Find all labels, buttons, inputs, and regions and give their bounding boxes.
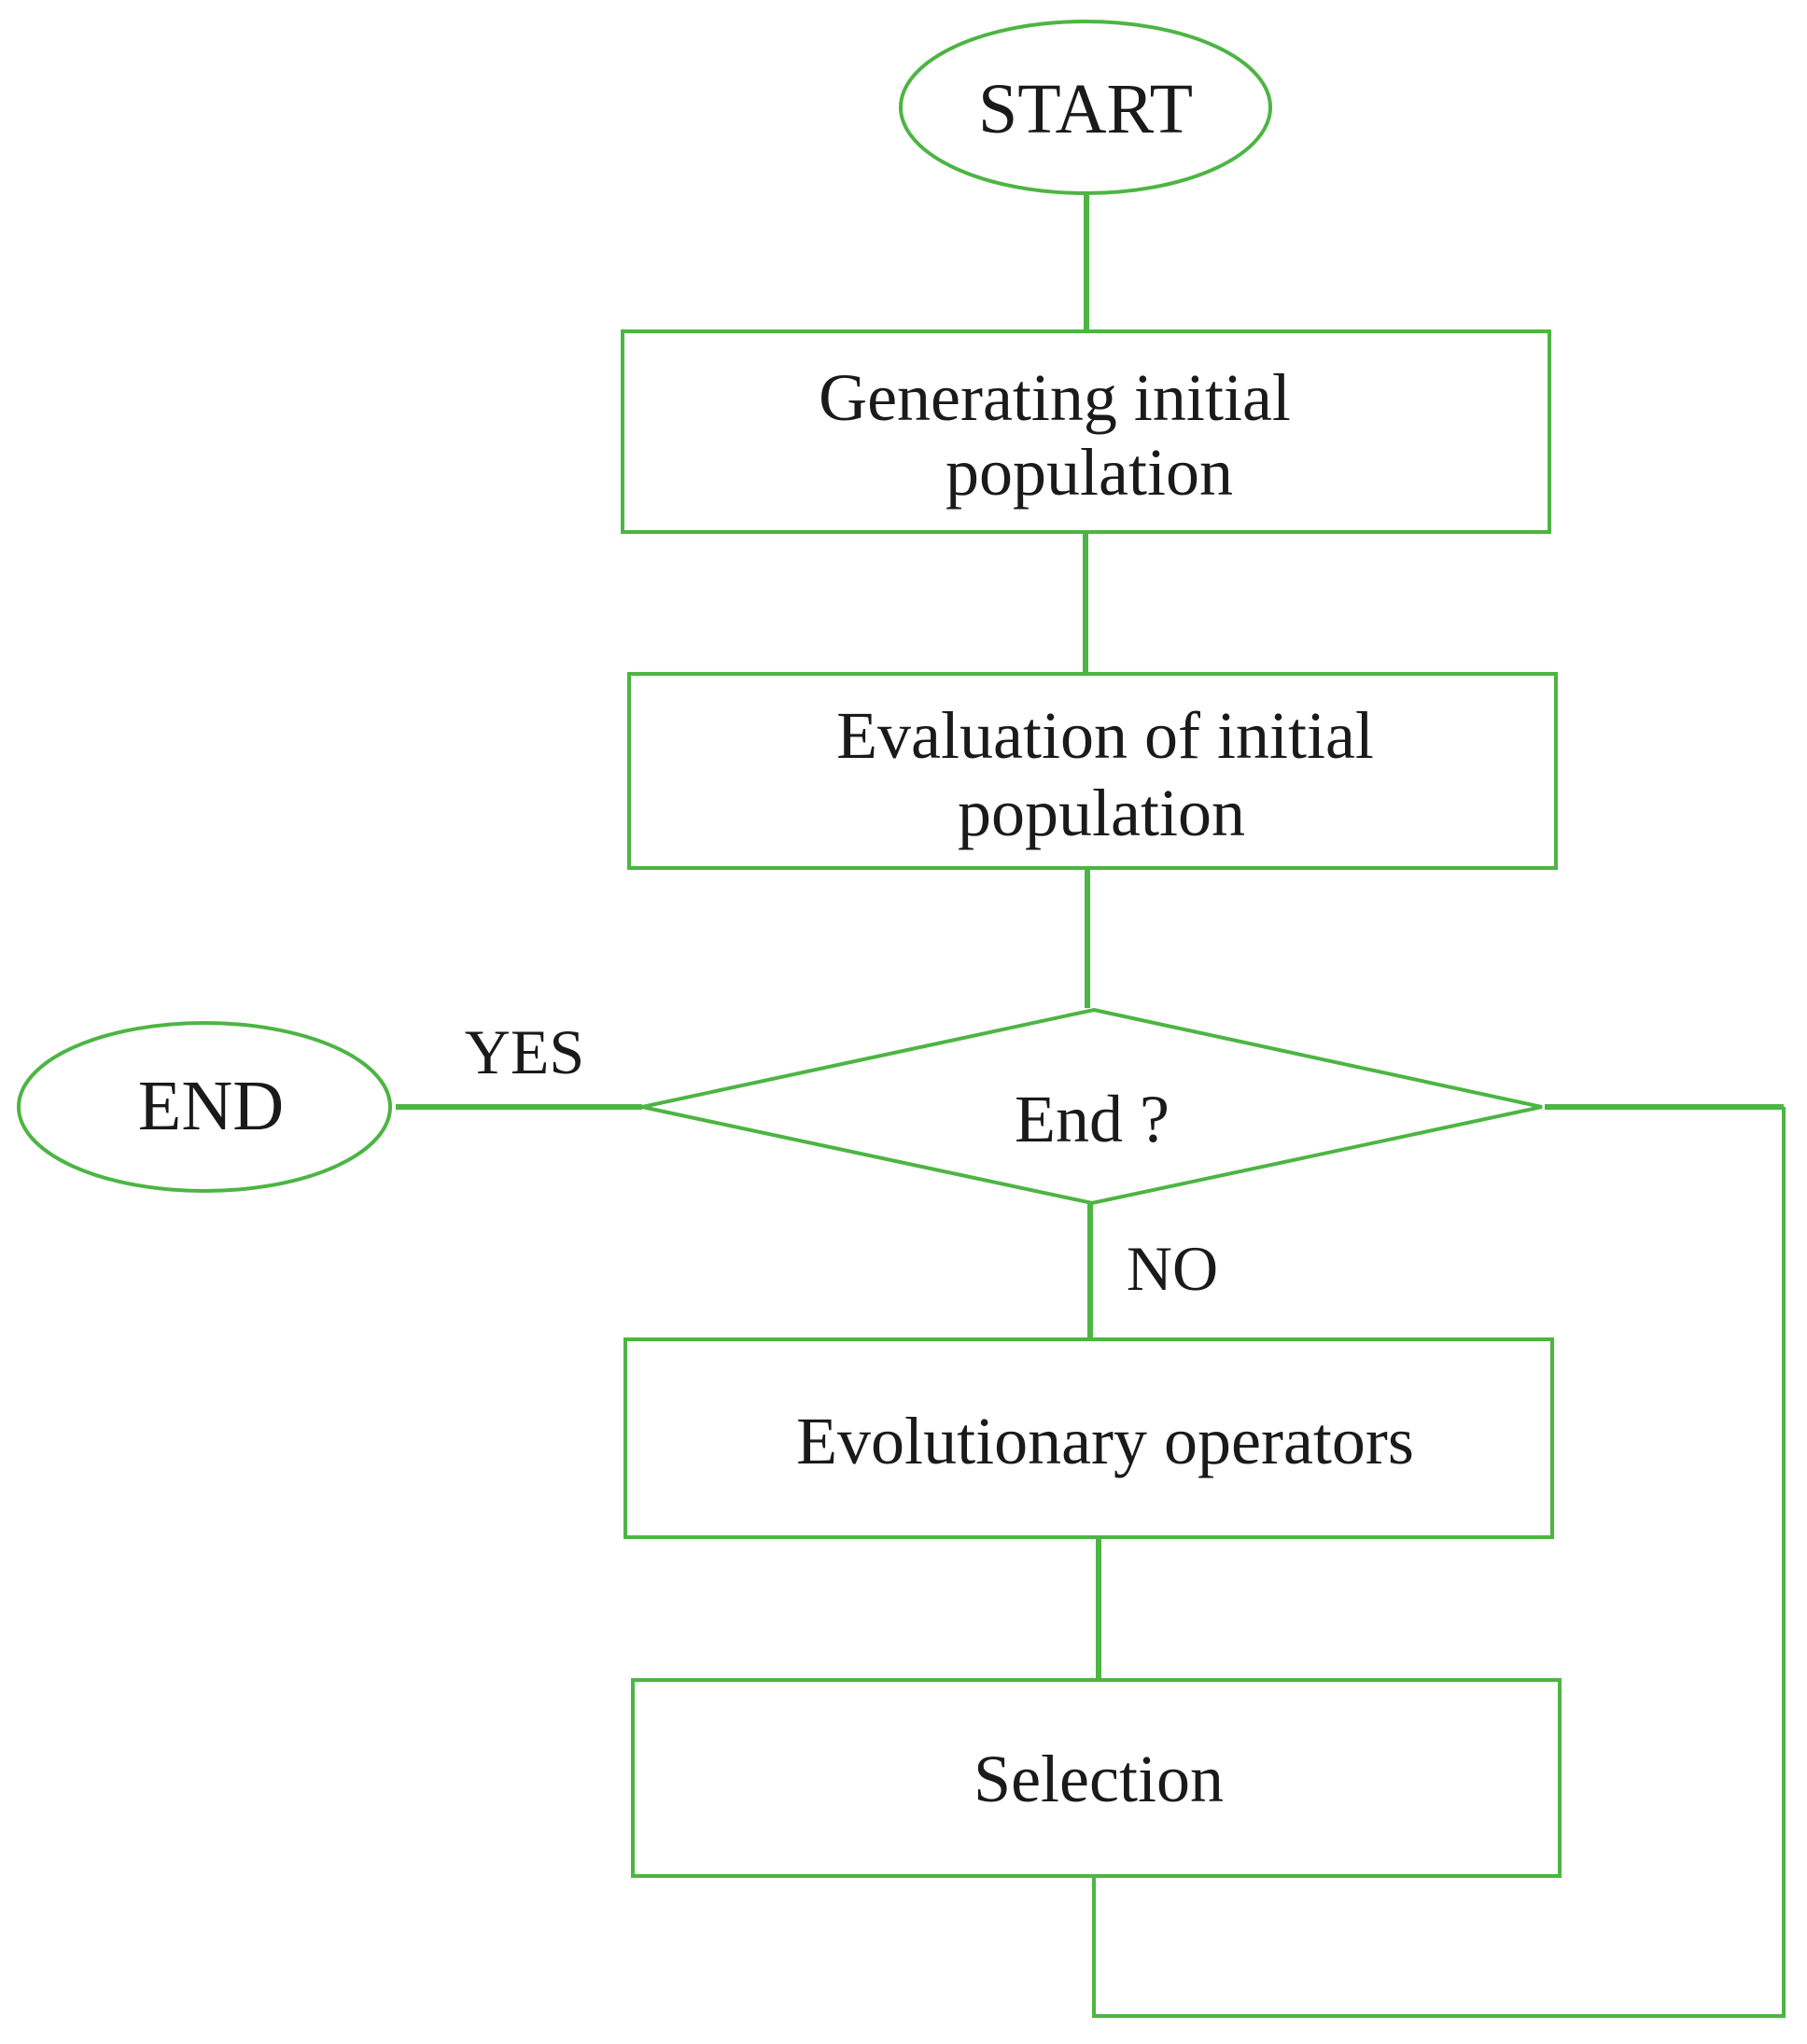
evaluate-population-node: Evaluation of initial population [627,672,1558,870]
decision-node: End ? [641,1007,1543,1206]
evolutionary-operators-label: Evolutionary operators [796,1404,1414,1478]
generate-population-node: Generating initial population [621,329,1551,534]
end-ellipse [17,1021,392,1193]
feedback-loop-line [1092,1107,1786,2018]
evolutionary-operators-node: Evolutionary operators [623,1337,1554,1539]
start-label: START [978,70,1193,148]
generate-population-box [621,329,1551,534]
end-label: END [138,1067,284,1145]
start-node: START [899,20,1272,195]
selection-node: Selection [631,1678,1562,1878]
generate-population-line1: Generating initial [819,360,1291,435]
evaluate-population-line1: Evaluation of initial [836,698,1374,773]
evaluate-population-line2: population [958,776,1245,850]
start-ellipse [899,20,1272,195]
evaluate-population-box [627,672,1558,870]
decision-label: End ? [1015,1082,1170,1156]
yes-label: YES [465,1016,584,1087]
selection-box [631,1678,1562,1878]
selection-label: Selection [974,1742,1224,1816]
no-label: NO [1127,1233,1218,1304]
generate-population-line2: population [946,435,1233,510]
evolutionary-operators-box [623,1337,1554,1539]
end-node: END [17,1021,392,1193]
